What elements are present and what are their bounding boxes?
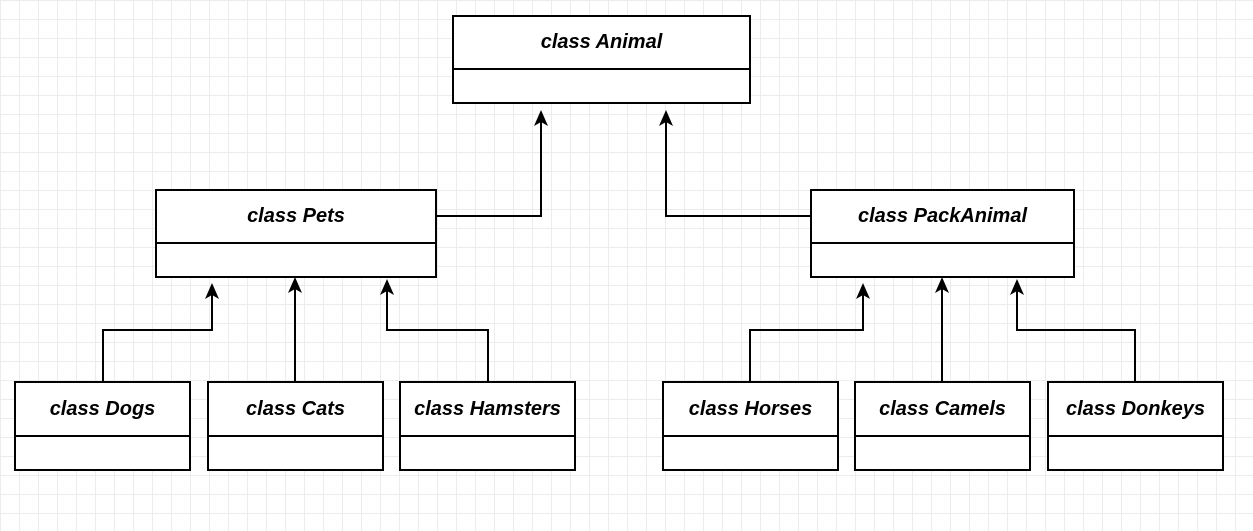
class-name-hamsters: class Hamsters	[401, 383, 574, 437]
class-name-horses: class Horses	[664, 383, 837, 437]
class-box-horses[interactable]: class Horses	[662, 381, 839, 471]
class-box-pets[interactable]: class Pets	[155, 189, 437, 278]
class-body-animal	[454, 70, 749, 102]
class-box-dogs[interactable]: class Dogs	[14, 381, 191, 471]
arrowhead-icon	[856, 283, 870, 299]
edge-horses-to-packanimal	[749, 283, 870, 381]
edge-line	[749, 291, 864, 381]
class-name-dogs: class Dogs	[16, 383, 189, 437]
edge-line	[1016, 287, 1136, 381]
class-body-donkeys	[1049, 437, 1222, 469]
class-name-packanimal: class PackAnimal	[812, 191, 1073, 244]
edge-pets-to-animal	[437, 110, 548, 217]
class-box-cats[interactable]: class Cats	[207, 381, 384, 471]
class-body-camels	[856, 437, 1029, 469]
class-box-animal[interactable]: class Animal	[452, 15, 751, 104]
class-name-pets: class Pets	[157, 191, 435, 244]
arrowhead-icon	[659, 110, 673, 126]
class-body-hamsters	[401, 437, 574, 469]
class-body-horses	[664, 437, 837, 469]
class-name-donkeys: class Donkeys	[1049, 383, 1222, 437]
edge-packanimal-to-animal	[659, 110, 810, 217]
class-name-animal: class Animal	[454, 17, 749, 70]
arrowhead-icon	[205, 283, 219, 299]
edge-camels-to-packanimal	[935, 277, 949, 381]
arrowhead-icon	[288, 277, 302, 293]
class-name-cats: class Cats	[209, 383, 382, 437]
class-box-camels[interactable]: class Camels	[854, 381, 1031, 471]
class-name-camels: class Camels	[856, 383, 1029, 437]
edge-donkeys-to-packanimal	[1010, 279, 1136, 381]
edge-cats-to-pets	[288, 277, 302, 381]
arrowhead-icon	[935, 277, 949, 293]
arrowhead-icon	[380, 279, 394, 295]
edge-line	[665, 118, 810, 217]
arrowhead-icon	[1010, 279, 1024, 295]
class-body-dogs	[16, 437, 189, 469]
edge-dogs-to-pets	[102, 283, 219, 381]
class-body-packanimal	[812, 244, 1073, 276]
class-box-packanimal[interactable]: class PackAnimal	[810, 189, 1075, 278]
class-body-cats	[209, 437, 382, 469]
arrowhead-icon	[534, 110, 548, 126]
edge-line	[102, 291, 213, 381]
class-box-donkeys[interactable]: class Donkeys	[1047, 381, 1224, 471]
edge-line	[386, 287, 489, 381]
class-body-pets	[157, 244, 435, 276]
class-box-hamsters[interactable]: class Hamsters	[399, 381, 576, 471]
edge-line	[437, 118, 542, 217]
edge-hamsters-to-pets	[380, 279, 489, 381]
